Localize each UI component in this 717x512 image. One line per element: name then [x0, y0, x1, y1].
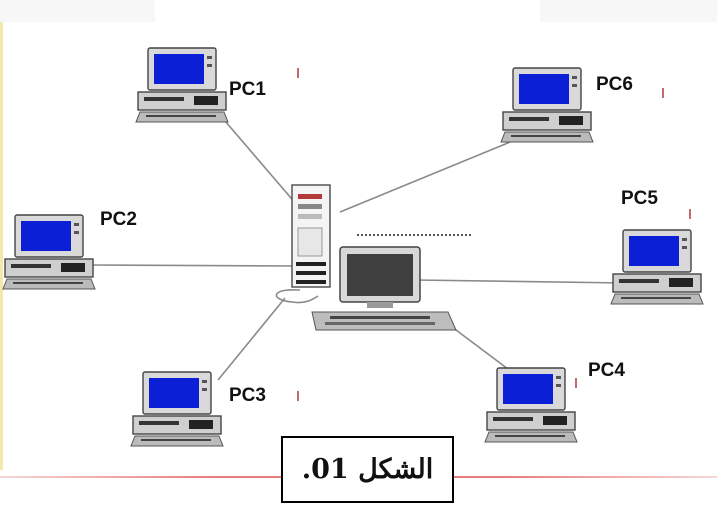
pc6-label: PC6 [596, 74, 633, 95]
link-pc6 [339, 139, 516, 213]
pc-6-workstation [500, 67, 594, 143]
server-cable [275, 289, 319, 304]
drive-bay [619, 279, 659, 283]
monitor-button [572, 76, 577, 79]
monitor-screen [519, 74, 569, 104]
monitor-screen [21, 221, 71, 251]
label-tick [575, 378, 577, 388]
link-pc3 [217, 297, 286, 381]
top-band-right [540, 0, 717, 22]
monitor-button [682, 238, 687, 241]
drive-bay [61, 263, 85, 272]
pc2-label: PC2 [100, 209, 137, 230]
monitor-button [202, 380, 207, 383]
link-pc1 [224, 120, 298, 206]
pc5-label: PC5 [621, 188, 658, 209]
pc3-label: PC3 [229, 385, 266, 406]
drive-bay [669, 278, 693, 287]
monitor-button [202, 388, 207, 391]
pc-3-workstation [130, 371, 224, 447]
drive-bay [11, 264, 51, 268]
monitor-screen [149, 378, 199, 408]
keyboard-keys [141, 439, 211, 441]
monitor-screen [629, 236, 679, 266]
drive-bay [559, 116, 583, 125]
figure-caption: الشكل 01. [281, 436, 454, 503]
pc-5-workstation [610, 229, 704, 305]
left-margin-rule [0, 0, 3, 470]
link-pc2 [91, 264, 297, 267]
monitor-button [556, 384, 561, 387]
drive-bay [493, 417, 533, 421]
monitor-button [74, 223, 79, 226]
connection-lines [91, 120, 626, 381]
monitor-button [74, 231, 79, 234]
monitor-button [556, 376, 561, 379]
drive-bay [194, 96, 218, 105]
drive-bay [139, 421, 179, 425]
label-tick [297, 391, 299, 401]
pc-2-workstation [2, 214, 96, 290]
keyboard-keys [146, 115, 216, 117]
drive-bay [509, 117, 549, 121]
top-band-left [0, 0, 155, 22]
monitor-button [207, 56, 212, 59]
monitor-button [207, 64, 212, 67]
monitor-button [682, 246, 687, 249]
pc-4-workstation [484, 367, 578, 443]
server-tower [291, 184, 331, 288]
keyboard-keys [621, 297, 691, 299]
keyboard-keys [13, 282, 83, 284]
pc-1-workstation [135, 47, 229, 123]
label-tick [297, 68, 299, 78]
pc-nodes [2, 47, 704, 447]
pc1-label: PC1 [229, 79, 266, 100]
drive-bay [144, 97, 184, 101]
monitor-button [572, 84, 577, 87]
label-tick [689, 209, 691, 219]
figure-caption-text: الشكل 01. [301, 454, 434, 485]
drive-bay [189, 420, 213, 429]
link-pc5 [414, 279, 626, 284]
monitor-screen [154, 54, 204, 84]
keyboard-keys [495, 435, 565, 437]
pc4-label: PC4 [588, 360, 625, 381]
label-tick [662, 88, 664, 98]
server-monitor [339, 246, 421, 308]
drive-bay [543, 416, 567, 425]
server-keyboard [311, 311, 457, 331]
monitor-screen [503, 374, 553, 404]
keyboard-keys [511, 135, 581, 137]
